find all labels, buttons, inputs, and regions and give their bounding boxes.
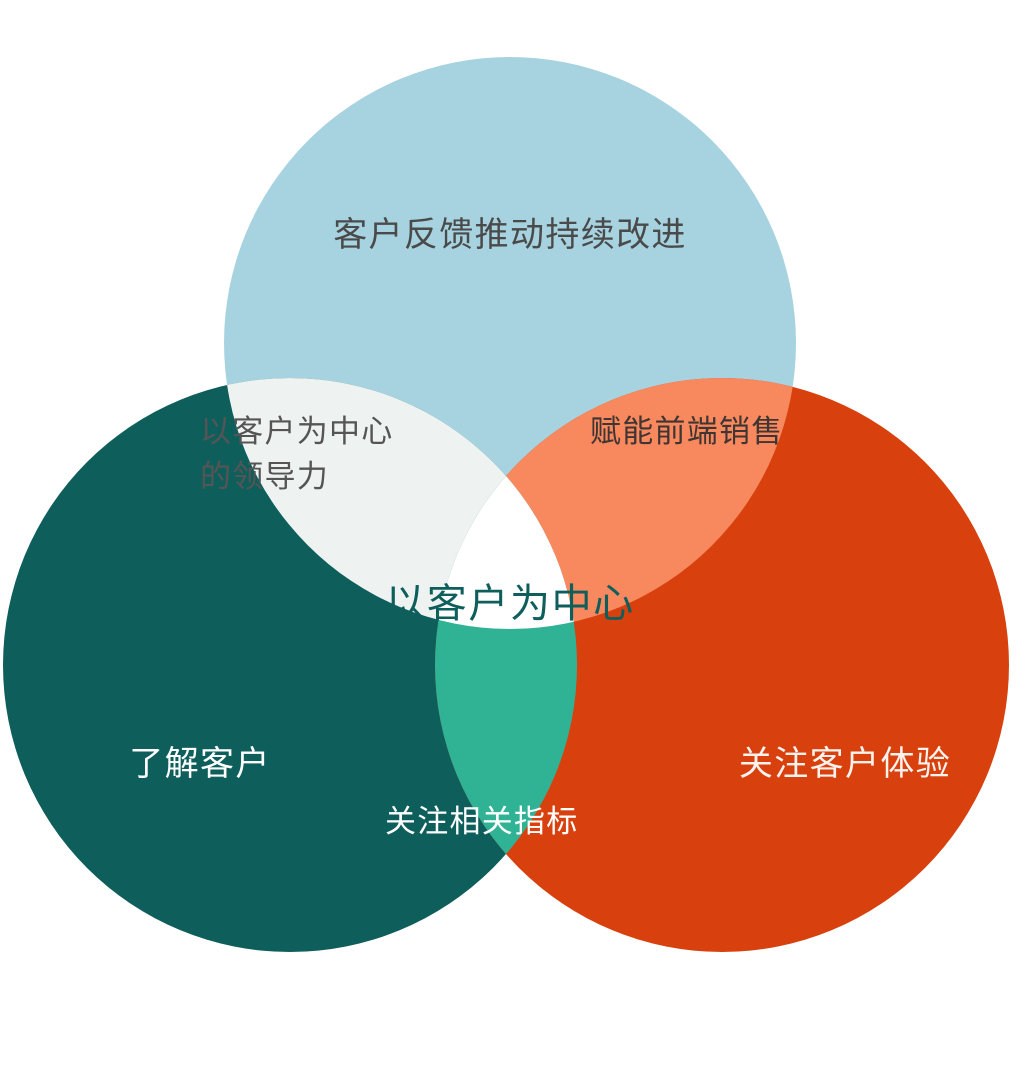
overlap-group-top-left [3, 378, 577, 952]
overlap-group-top-right [435, 378, 1009, 952]
overlap-top-left-leadership[interactable] [3, 378, 577, 952]
overlap-top-right-enable-sales[interactable] [435, 378, 1009, 952]
